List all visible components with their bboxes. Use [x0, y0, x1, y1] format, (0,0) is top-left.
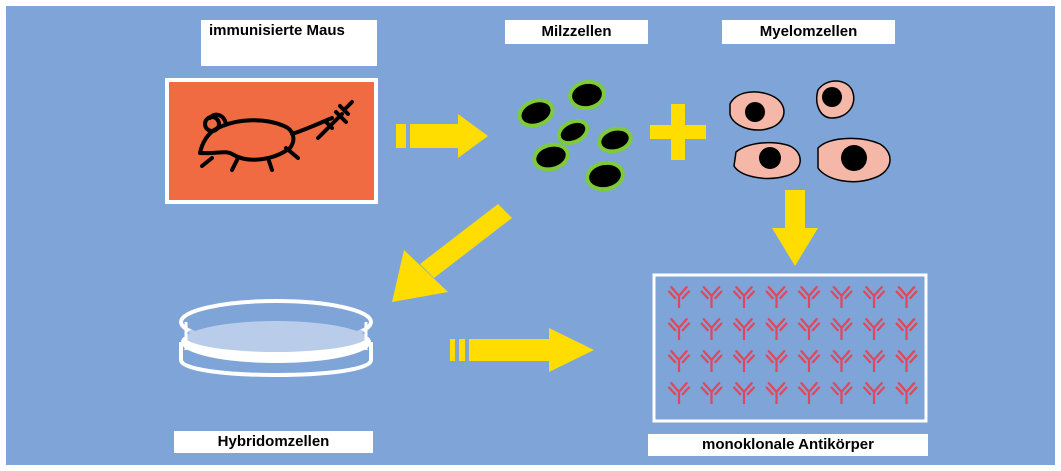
label-monoclonal-antibodies: monoklonale Antikörper — [648, 434, 928, 456]
antibody-icon — [897, 351, 917, 372]
antibody-icon — [864, 351, 884, 372]
antibody-icon — [799, 383, 819, 404]
antibody-icon — [799, 319, 819, 340]
spleen-cell-icon — [566, 77, 609, 113]
antibody-icon — [897, 319, 917, 340]
antibody-icon — [832, 287, 852, 308]
antibody-icon — [669, 287, 689, 308]
antibody-icon — [702, 383, 722, 404]
spleen-cell-icon — [594, 123, 636, 157]
label-spleen-cells: Milzzellen — [505, 20, 648, 44]
antibody-icon — [799, 351, 819, 372]
spleen-cell-icon — [583, 158, 628, 194]
antibody-grid — [669, 287, 916, 404]
antibody-icon — [864, 383, 884, 404]
label-myeloma-cells: Myelomzellen — [722, 20, 895, 44]
label-hybridoma-cells: Hybridomzellen — [174, 431, 373, 453]
label-immunized-mouse: immunisierte Maus — [201, 20, 377, 66]
arrow-icon — [772, 190, 818, 266]
antibody-icon — [767, 287, 787, 308]
myeloma-cell-icon — [734, 143, 800, 179]
antibody-icon — [702, 287, 722, 308]
antibody-icon — [669, 351, 689, 372]
antibody-icon — [767, 351, 787, 372]
antibody-panel — [654, 275, 926, 421]
arrow-icon — [392, 204, 512, 302]
antibody-icon — [832, 383, 852, 404]
antibody-icon — [702, 351, 722, 372]
plus-icon — [650, 104, 706, 160]
antibody-icon — [734, 287, 754, 308]
myeloma-cells — [730, 81, 890, 182]
myeloma-cell-icon — [817, 81, 854, 118]
myeloma-cell-icon — [730, 92, 784, 130]
antibody-icon — [669, 319, 689, 340]
antibody-icon — [897, 287, 917, 308]
antibody-icon — [832, 351, 852, 372]
antibody-icon — [734, 383, 754, 404]
antibody-icon — [734, 351, 754, 372]
spleen-cell-icon — [513, 93, 558, 132]
antibody-icon — [799, 287, 819, 308]
arrow-icon — [450, 328, 594, 372]
petri-dish-icon — [181, 301, 371, 375]
antibody-icon — [702, 319, 722, 340]
arrow-icon — [396, 114, 488, 158]
antibody-icon — [734, 319, 754, 340]
antibody-icon — [897, 383, 917, 404]
antibody-icon — [669, 383, 689, 404]
mouse-panel — [165, 78, 378, 204]
antibody-icon — [832, 319, 852, 340]
myeloma-cell-icon — [818, 138, 890, 181]
spleen-cells — [513, 77, 635, 194]
antibody-icon — [864, 319, 884, 340]
antibody-icon — [767, 383, 787, 404]
antibody-icon — [767, 319, 787, 340]
antibody-icon — [864, 287, 884, 308]
